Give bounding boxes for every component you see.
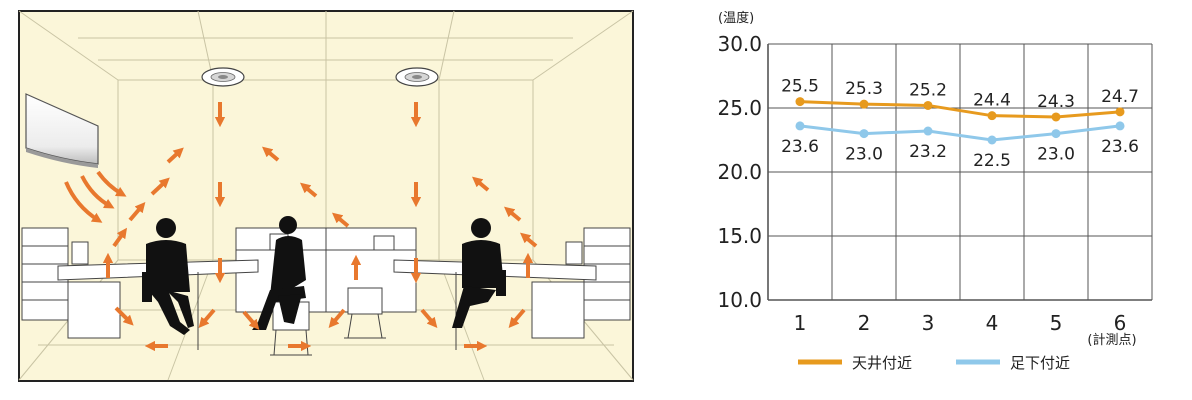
office-airflow-illustration xyxy=(18,10,634,382)
data-point xyxy=(859,99,869,109)
y-tick-labels: 10.0 15.0 20.0 25.0 30.0 xyxy=(717,32,762,312)
series-line xyxy=(799,100,1121,119)
data-label: 23.6 xyxy=(1101,137,1139,157)
x-tick-label: 4 xyxy=(986,311,999,335)
y-axis-label: (温度) xyxy=(718,10,754,26)
airflow-arrows xyxy=(64,102,538,352)
x-axis-label: (計測点) xyxy=(1087,332,1136,348)
temperature-line-chart: (温度) 10.0 15.0 20.0 25.0 30.0 1 2 3 4 5 6 (計測点) 2… xyxy=(717,10,1153,372)
airflow-arrow-icon xyxy=(300,182,318,198)
data-point xyxy=(987,135,997,145)
ceiling-vent-icon xyxy=(201,67,245,87)
y-tick-label: 30.0 xyxy=(717,32,762,56)
data-point xyxy=(987,111,997,121)
data-label: 25.5 xyxy=(781,77,819,97)
data-point xyxy=(1051,129,1061,139)
data-point xyxy=(859,129,869,139)
data-label: 23.6 xyxy=(781,137,819,157)
y-tick-label: 10.0 xyxy=(717,288,762,312)
person-silhouette-icon xyxy=(142,218,194,335)
data-label: 23.2 xyxy=(909,142,947,162)
airflow-arrow-icon xyxy=(198,308,216,328)
data-point xyxy=(1115,107,1125,117)
x-tick-label: 3 xyxy=(922,311,935,335)
person-silhouette-icon xyxy=(252,216,306,330)
airflow-arrow-icon xyxy=(114,306,134,326)
data-point xyxy=(923,126,933,136)
chart-grid xyxy=(767,43,1153,301)
ceiling-vent-icon xyxy=(395,67,439,87)
airflow-arrow-icon xyxy=(166,147,184,164)
data-label: 22.5 xyxy=(973,151,1011,171)
data-point xyxy=(923,100,933,110)
airflow-arrow-icon xyxy=(508,308,526,328)
airflow-arrow-icon xyxy=(80,175,115,209)
airflow-arrow-icon xyxy=(520,232,538,248)
air-conditioner-icon xyxy=(25,93,99,168)
airflow-arrow-icon xyxy=(472,176,490,192)
data-label: 25.3 xyxy=(845,79,883,99)
x-tick-label: 6 xyxy=(1114,311,1127,335)
y-tick-label: 15.0 xyxy=(717,224,762,248)
data-label: 25.2 xyxy=(909,80,947,100)
person-silhouette-icon xyxy=(452,218,506,328)
x-tick-label: 5 xyxy=(1050,311,1063,335)
data-point xyxy=(795,97,805,107)
chart-legend: 天井付近 足下付近 xyxy=(798,354,1070,372)
airflow-arrow-icon xyxy=(150,177,170,196)
x-tick-label: 2 xyxy=(858,311,871,335)
data-point xyxy=(1051,112,1061,122)
data-label: 24.7 xyxy=(1101,87,1139,107)
y-tick-label: 25.0 xyxy=(717,96,762,120)
airflow-arrow-icon xyxy=(96,170,127,197)
airflow-arrow-icon xyxy=(112,227,128,248)
data-point xyxy=(1115,121,1125,131)
legend-label: 足下付近 xyxy=(1010,354,1070,372)
airflow-arrow-icon xyxy=(328,308,346,328)
airflow-arrow-icon xyxy=(420,308,438,328)
y-tick-label: 20.0 xyxy=(717,160,762,184)
airflow-arrow-icon xyxy=(262,146,280,162)
legend-label: 天井付近 xyxy=(852,354,912,372)
data-label: 23.0 xyxy=(845,145,883,165)
airflow-arrow-icon xyxy=(332,212,350,228)
data-point xyxy=(795,121,805,131)
data-label: 24.4 xyxy=(973,91,1011,111)
data-label: 23.0 xyxy=(1037,145,1075,165)
series-line xyxy=(799,124,1121,142)
airflow-arrow-icon xyxy=(64,181,103,223)
data-label: 24.3 xyxy=(1037,92,1075,112)
x-tick-labels: 1 2 3 4 5 6 xyxy=(794,311,1127,335)
airflow-arrow-icon xyxy=(128,202,146,222)
chart-series: 25.5 25.3 25.2 24.4 24.3 24.7 23.6 23.0 23.2 22.5… xyxy=(781,77,1139,171)
airflow-arrow-icon xyxy=(242,310,260,330)
airflow-arrow-icon xyxy=(504,206,522,222)
x-tick-label: 1 xyxy=(794,311,807,335)
